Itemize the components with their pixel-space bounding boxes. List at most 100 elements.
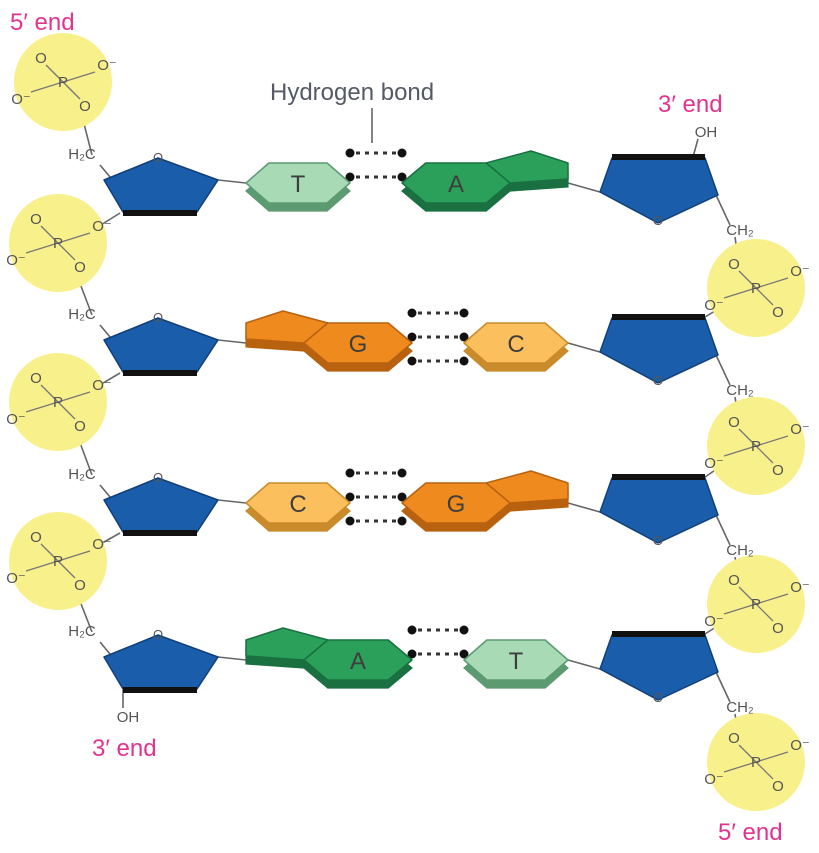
phosphate-o: O xyxy=(772,462,784,479)
methylene-right: CH₂ xyxy=(726,222,754,239)
phosphate-p: P xyxy=(751,280,761,297)
base-letter: G xyxy=(447,491,466,518)
ring-oxygen: O xyxy=(153,310,163,325)
phosphate-bond xyxy=(755,435,789,447)
base-letter: T xyxy=(509,648,524,675)
sugar-left: O xyxy=(103,310,219,376)
phosphate-bond xyxy=(62,71,96,83)
purine-base: G xyxy=(401,470,569,532)
sugar-left: O xyxy=(103,627,219,693)
phosphate-p: P xyxy=(751,754,761,771)
glycosidic-bond xyxy=(567,502,601,513)
phosphate-o: O xyxy=(728,572,740,589)
hydroxyl-top: OH xyxy=(695,124,718,141)
pyrimidine-base: T xyxy=(245,162,351,212)
phosphate-o-minus: O⁻ xyxy=(704,455,724,472)
sugar-ring xyxy=(103,477,219,533)
phosphate-o: O xyxy=(772,620,784,637)
atom-dot xyxy=(345,468,355,478)
glycosidic-bond xyxy=(567,342,601,353)
methylene-left: H₂C xyxy=(68,623,96,640)
ring-oxygen: O xyxy=(653,213,663,228)
atom-dot xyxy=(407,332,417,342)
phosphate-bond xyxy=(723,603,757,615)
three-prime-end-label-bottom: 3′ end xyxy=(92,735,157,762)
base-ring xyxy=(463,322,569,364)
glycosidic-bond xyxy=(217,656,247,661)
sugar-ring xyxy=(103,634,219,690)
phosphate-o: O xyxy=(728,730,740,747)
atom-dot xyxy=(345,492,355,502)
base-letter: G xyxy=(349,331,368,358)
base-ring xyxy=(401,162,511,204)
base-letter: C xyxy=(289,491,306,518)
phosphate-o-minus: O⁻ xyxy=(704,297,724,314)
pyrimidine-base: C xyxy=(463,322,569,372)
phosphate-o-minus: O⁻ xyxy=(97,57,117,74)
phosphate-p: P xyxy=(53,553,63,570)
sugar-left: O xyxy=(103,150,219,216)
backbone-bond xyxy=(99,641,111,655)
phosphate-double-bond xyxy=(738,428,757,447)
base-letter: C xyxy=(507,331,524,358)
atom-dot xyxy=(397,148,407,158)
phosphate-o: O xyxy=(30,529,42,546)
phosphate-bond xyxy=(723,445,757,457)
atom-dot xyxy=(407,356,417,366)
phosphate-p: P xyxy=(751,596,761,613)
phosphate-double-bond xyxy=(738,586,757,605)
phosphate-bond xyxy=(755,287,774,306)
phosphate-o: O xyxy=(74,259,86,276)
phosphate-o: O xyxy=(74,577,86,594)
phosphate-o: O xyxy=(772,304,784,321)
phosphate-bond xyxy=(755,445,774,464)
phosphate-o-minus: O⁻ xyxy=(6,570,26,587)
phosphate-bond xyxy=(57,550,91,562)
atom-dot xyxy=(407,308,417,318)
phosphate-o-minus: O⁻ xyxy=(6,252,26,269)
hydrogen-bond-label: Hydrogen bond xyxy=(270,79,434,106)
phosphate-o-minus: O⁻ xyxy=(790,421,810,438)
backbone-bond xyxy=(715,354,731,386)
base-letter: A xyxy=(350,648,366,675)
ring-oxygen: O xyxy=(153,627,163,642)
three-prime-end-label-top: 3′ end xyxy=(658,91,723,118)
phosphate-o: O xyxy=(728,414,740,431)
backbone-bond xyxy=(715,671,731,703)
atom-dot xyxy=(459,356,469,366)
base-ring xyxy=(245,482,351,524)
phosphate-o-minus: O⁻ xyxy=(790,579,810,596)
hydrogen-bond-group xyxy=(345,148,407,182)
hydrogen-bond-group xyxy=(407,308,469,366)
base-ring xyxy=(463,639,569,681)
phosphate-bond xyxy=(723,761,757,773)
phosphate-o-minus: O⁻ xyxy=(704,771,724,788)
base-ring xyxy=(401,482,511,524)
atom-dot xyxy=(407,625,417,635)
methylene-right: CH₂ xyxy=(726,382,754,399)
methylene-left: H₂C xyxy=(68,466,96,483)
phosphate-o: O xyxy=(30,211,42,228)
phosphate-o: O xyxy=(728,256,740,273)
pyrimidine-base: C xyxy=(245,482,351,532)
sugar-ring xyxy=(599,317,719,384)
base-ring xyxy=(245,162,351,204)
phosphate-bond xyxy=(25,560,59,572)
base-ring xyxy=(303,639,413,681)
phosphate-p: P xyxy=(53,235,63,252)
glycosidic-bond xyxy=(567,659,601,670)
hydrogen-bonds xyxy=(345,148,469,659)
atom-dot xyxy=(345,172,355,182)
phosphate-bond xyxy=(755,277,789,289)
